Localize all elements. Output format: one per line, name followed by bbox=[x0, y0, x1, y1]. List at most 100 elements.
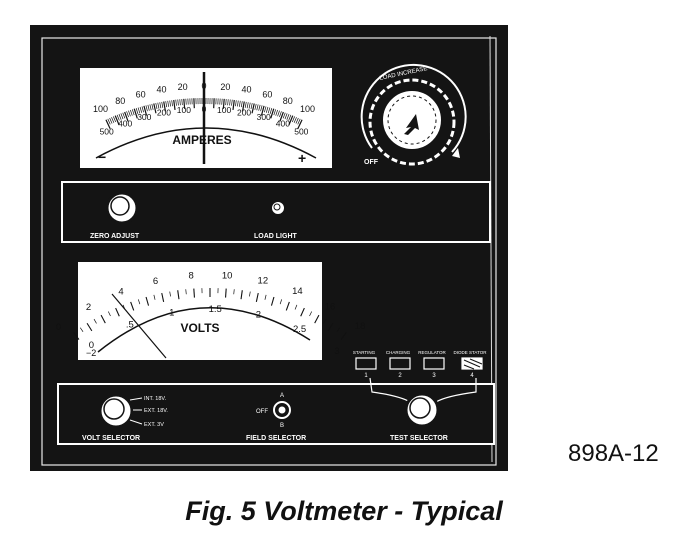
volt-option-ext-3v: EXT. 3V bbox=[144, 422, 164, 428]
voltmeter-face bbox=[78, 262, 322, 360]
ammeter-tick bbox=[297, 119, 303, 130]
ammeter-tick bbox=[279, 111, 282, 118]
voltmeter-tick bbox=[340, 331, 347, 340]
ammeter-tick bbox=[137, 107, 141, 114]
ammeter-tick bbox=[157, 102, 160, 109]
load-light-label: LOAD LIGHT bbox=[254, 233, 297, 240]
ammeter-tick bbox=[277, 110, 280, 117]
ammeter-tick bbox=[171, 100, 173, 107]
voltmeter-outer-label: 10 bbox=[222, 271, 233, 282]
ammeter-tick bbox=[240, 101, 243, 108]
volt-selector-knob[interactable] bbox=[98, 393, 134, 429]
load-off-label: OFF bbox=[364, 159, 379, 166]
voltmeter-needle bbox=[111, 293, 167, 359]
ammeter-outer-label: 40 bbox=[242, 85, 252, 95]
ammeter-plus-sign: + bbox=[298, 150, 306, 166]
control-strip-bottom: INT. 18V. EXT. 18V. EXT. 3V VOLT SELECTO… bbox=[57, 377, 495, 445]
voltmeter-tick bbox=[115, 307, 120, 317]
ammeter-tick bbox=[124, 111, 129, 122]
ammeter-tick bbox=[232, 99, 235, 110]
ammeter-tick bbox=[250, 102, 253, 110]
ammeter-minus-sign: − bbox=[98, 149, 106, 165]
ammeter-tick bbox=[126, 111, 129, 118]
ammeter-tick bbox=[244, 101, 247, 108]
voltmeter-outer-label: 12 bbox=[258, 276, 269, 287]
ammeter-tick bbox=[270, 108, 275, 119]
voltmeter-inner-label: 2.5 bbox=[293, 324, 306, 335]
ammeter-tick bbox=[111, 117, 115, 123]
ammeter-tick bbox=[153, 103, 157, 114]
zero-adjust-label: ZERO ADJUST bbox=[90, 233, 140, 240]
voltmeter-tick bbox=[107, 311, 111, 317]
test-indicator-label: CHARGING bbox=[386, 350, 411, 355]
voltmeter-tick bbox=[255, 292, 259, 302]
voltmeter-tick bbox=[93, 318, 97, 324]
voltmeter-tick bbox=[73, 331, 80, 340]
voltmeter-outer-label: 8 bbox=[188, 271, 193, 282]
ammeter-tick bbox=[161, 101, 164, 108]
ammeter-inner-label: 300 bbox=[257, 112, 271, 122]
ammeter-inner-label: 200 bbox=[157, 108, 171, 118]
ammeter-tick bbox=[293, 117, 297, 123]
ammeter-tick bbox=[297, 118, 301, 125]
ammeter-tick bbox=[128, 110, 131, 117]
ammeter-tick bbox=[258, 104, 261, 111]
voltmeter-tick bbox=[233, 289, 235, 295]
figure-reference-code: 898A-12 bbox=[568, 440, 659, 467]
ammeter-tick bbox=[133, 108, 138, 119]
ammeter-tick bbox=[169, 100, 171, 107]
voltmeter-outer-label: 0 bbox=[56, 322, 61, 333]
ammeter-outer-label: 20 bbox=[220, 82, 230, 92]
ammeter-tick bbox=[295, 117, 299, 124]
ammeter-tick bbox=[246, 102, 249, 109]
ammeter-tick bbox=[181, 99, 183, 106]
ammeter-outer-label: 20 bbox=[178, 82, 188, 92]
voltmeter-tick bbox=[193, 288, 195, 298]
ammeter-tick bbox=[256, 104, 259, 111]
test-selector-knob[interactable] bbox=[404, 392, 440, 428]
ammeter-tick bbox=[183, 98, 186, 109]
voltmeter-tick bbox=[309, 311, 313, 317]
ammeter-tick bbox=[248, 102, 251, 109]
ammeter-outer-label: 80 bbox=[283, 96, 293, 106]
ammeter-tick bbox=[239, 100, 241, 107]
ammeter-tick bbox=[265, 106, 269, 113]
ammeter-tick bbox=[251, 103, 255, 114]
ammeter-tick bbox=[143, 105, 148, 116]
ammeter-tick bbox=[260, 105, 265, 116]
voltmeter-tick bbox=[270, 296, 275, 306]
voltmeter-inner-label: 1.5 bbox=[209, 304, 222, 315]
ammeter-tick bbox=[147, 104, 150, 111]
voltmeter-outer-label: 4 bbox=[118, 287, 123, 298]
ammeter-tick bbox=[163, 101, 167, 112]
ammeter-tick bbox=[260, 105, 263, 112]
zero-adjust-knob[interactable] bbox=[105, 191, 139, 225]
voltmeter-tick bbox=[161, 292, 165, 302]
ammeter-tick bbox=[273, 109, 277, 116]
ammeter-tick bbox=[173, 99, 176, 110]
voltmeter-inner-label: 0 bbox=[89, 340, 94, 351]
ammeter-tick bbox=[130, 109, 133, 116]
ammeter-tick bbox=[109, 117, 113, 124]
ammeter-inner-label: 400 bbox=[118, 118, 132, 128]
ammeter-tick bbox=[237, 100, 239, 107]
load-knob[interactable]: LOAD INCREASE OFF bbox=[360, 63, 467, 166]
volt-option-ext-18v: EXT. 18V. bbox=[144, 408, 168, 414]
ammeter-tick bbox=[105, 119, 111, 130]
ammeter-inner-label: 300 bbox=[137, 112, 151, 122]
panel-inner-frame bbox=[41, 37, 497, 466]
ammeter-tick bbox=[288, 115, 294, 126]
ammeter-tick bbox=[116, 114, 120, 121]
test-indicator-label: STARTING bbox=[353, 350, 376, 355]
voltmeter-tick bbox=[225, 288, 227, 298]
ammeter-tick bbox=[159, 102, 162, 109]
voltmeter-arc bbox=[97, 307, 311, 353]
ammeter-tick bbox=[167, 100, 169, 107]
test-indicator-label: REGULATOR bbox=[418, 350, 446, 355]
voltmeter-neg-label: −2 bbox=[86, 348, 96, 358]
ammeter-tick bbox=[291, 116, 295, 123]
voltmeter-tick bbox=[300, 307, 305, 317]
ammeter-tick bbox=[264, 106, 267, 113]
voltmeter-outer-label: 6 bbox=[153, 276, 158, 287]
